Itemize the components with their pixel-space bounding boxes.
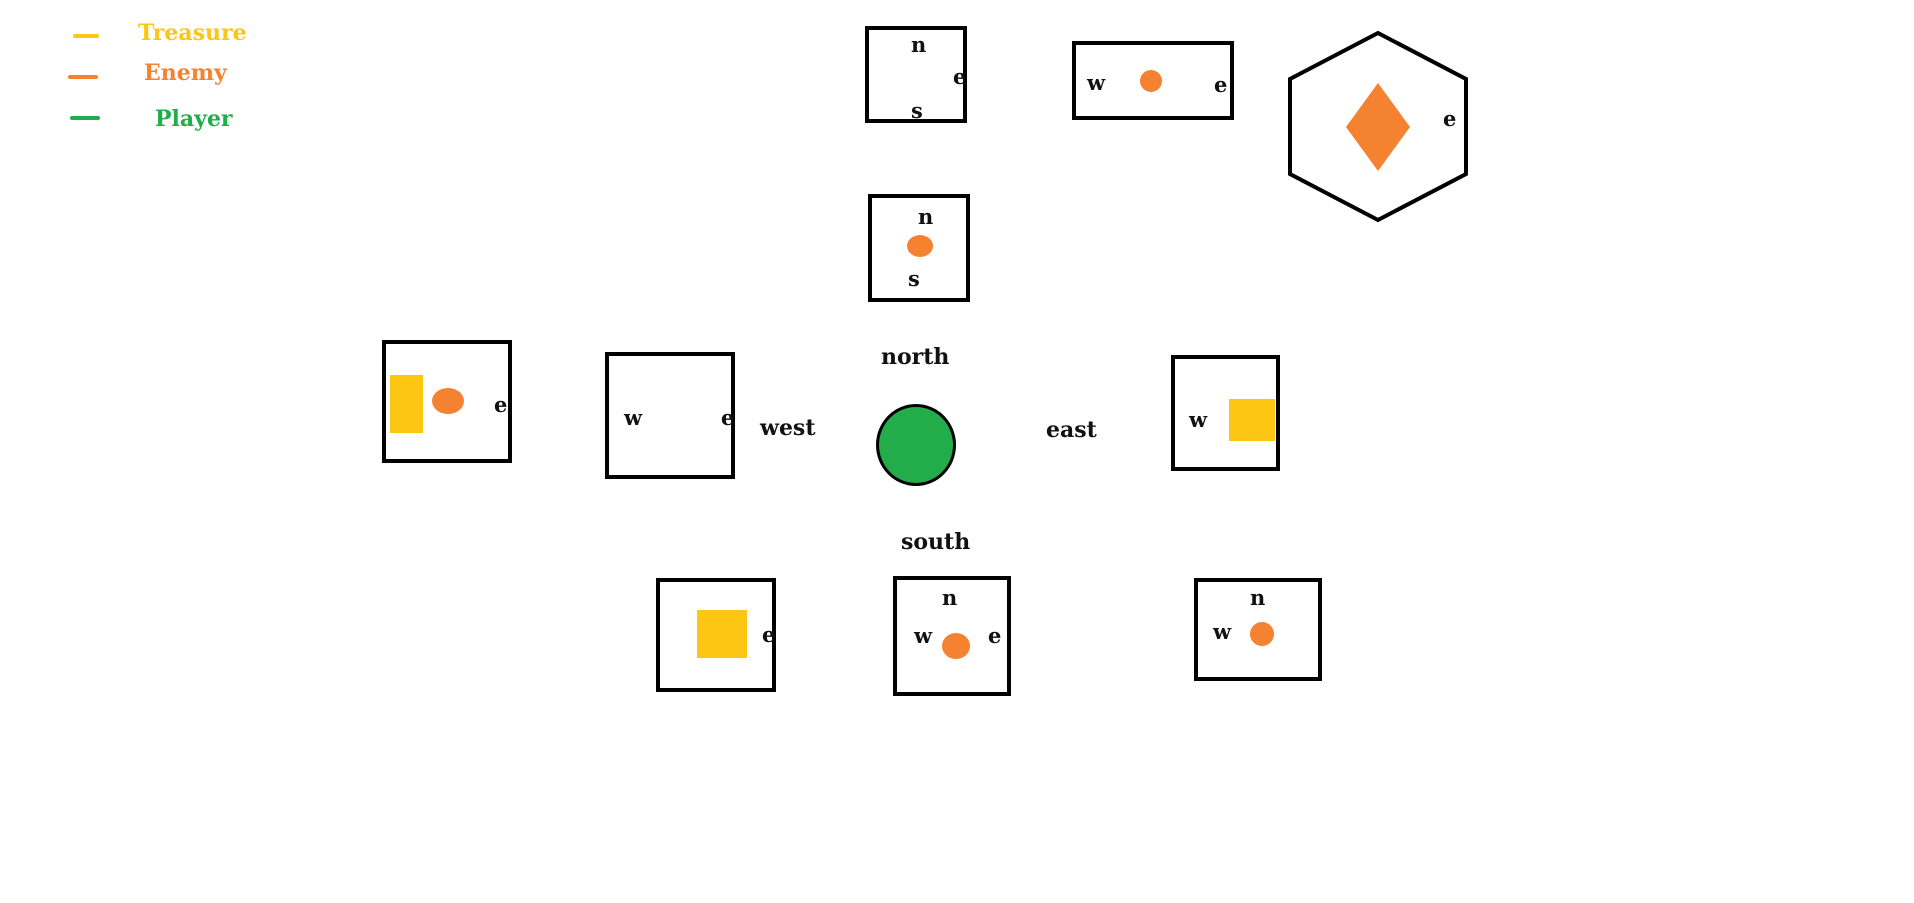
player-legend-label: Player [155, 106, 233, 132]
treasure-icon [390, 375, 423, 433]
direction-south-label: south [901, 529, 971, 555]
enemy-icon [942, 633, 970, 659]
door-north: n [942, 585, 958, 610]
room-east: w [1171, 355, 1280, 471]
room-north-of-player: n s [868, 194, 970, 302]
treasure-legend-swatch [73, 34, 99, 38]
door-west: w [1087, 70, 1106, 95]
door-north: n [1250, 585, 1266, 610]
boss-room-hexagon [1288, 30, 1468, 223]
direction-west-label: west [760, 415, 816, 441]
treasure-icon [697, 610, 747, 658]
player-icon [876, 404, 956, 486]
door-east: e [953, 64, 967, 89]
room-west: w e [605, 352, 735, 479]
door-west: w [914, 623, 933, 648]
door-south: s [908, 266, 920, 291]
direction-east-label: east [1046, 417, 1097, 443]
enemy-icon [1140, 70, 1162, 92]
enemy-icon [432, 388, 464, 414]
door-east: e [494, 392, 508, 417]
treasure-legend-label: Treasure [138, 20, 247, 46]
door-west: w [624, 405, 643, 430]
door-east: e [988, 623, 1002, 648]
enemy-icon [907, 235, 933, 257]
door-west: w [1189, 407, 1208, 432]
room-top-center: n e s [865, 26, 967, 123]
room-south-east: n w [1194, 578, 1322, 681]
door-south: s [911, 98, 923, 123]
enemy-legend-swatch [68, 75, 98, 79]
room-south-of-player: n w e [893, 576, 1011, 696]
door-east: e [762, 622, 776, 647]
treasure-icon [1229, 399, 1275, 441]
player-legend-swatch [70, 116, 100, 120]
door-east: e [1214, 72, 1228, 97]
enemy-legend-label: Enemy [144, 60, 227, 86]
room-far-west: e [382, 340, 512, 463]
room-top-wide: w e [1072, 41, 1234, 120]
door-north: n [918, 204, 934, 229]
room-south-west: e [656, 578, 776, 692]
boss-door-east: e [1443, 106, 1457, 131]
enemy-icon [1250, 622, 1274, 646]
door-east: e [721, 405, 735, 430]
door-west: w [1213, 619, 1232, 644]
direction-north-label: north [881, 344, 950, 370]
door-north: n [911, 32, 927, 57]
boss-diamond-icon [1346, 83, 1410, 171]
